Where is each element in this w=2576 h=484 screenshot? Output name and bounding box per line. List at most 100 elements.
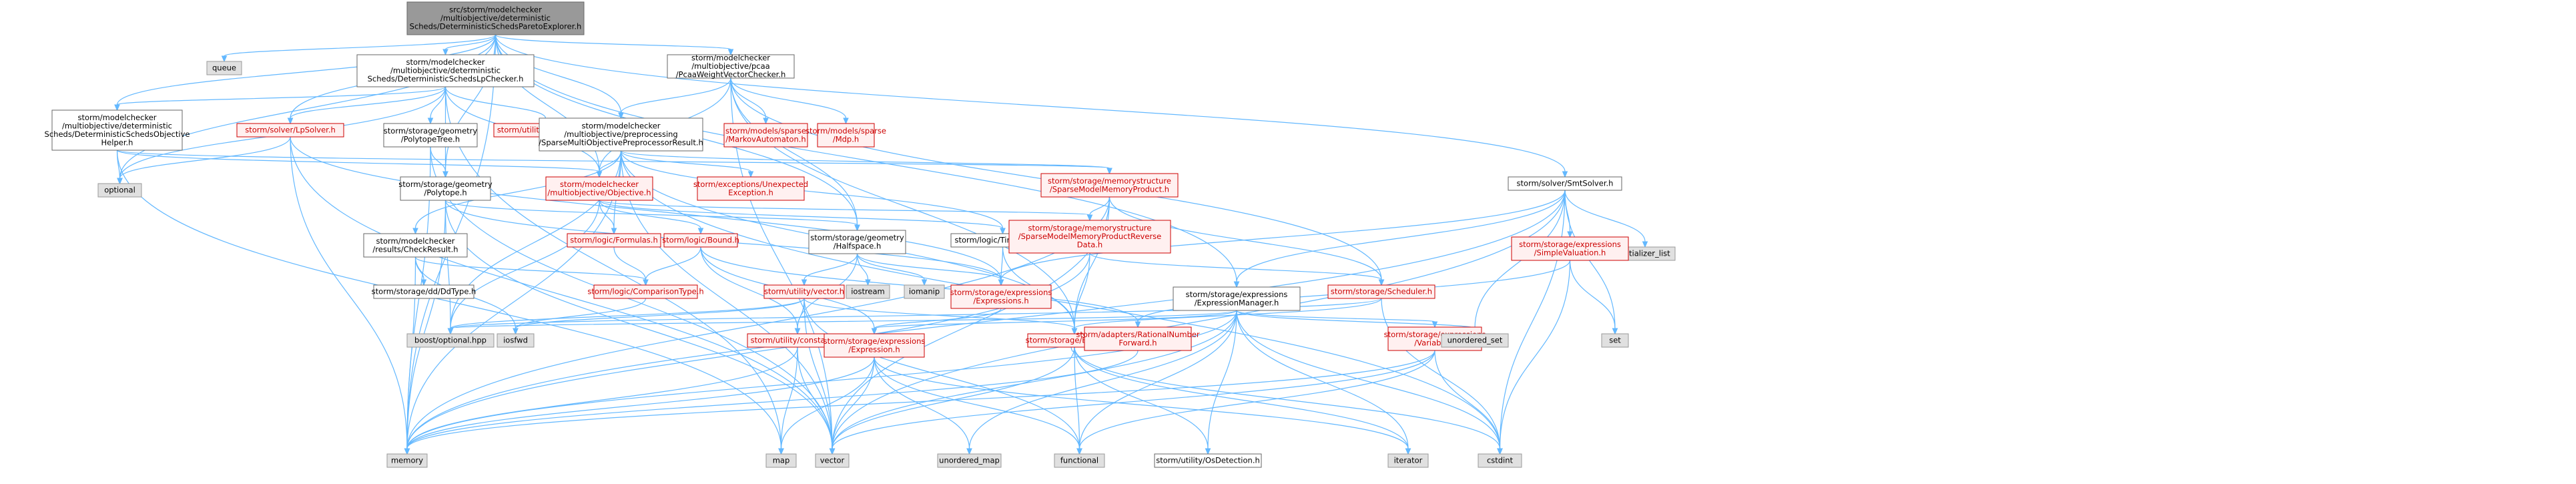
edge-exprmanager-to-cstdint xyxy=(1236,310,1501,449)
node-box xyxy=(539,117,703,152)
graph-node-iomanip[interactable]: iomanip xyxy=(904,284,945,299)
graph-node-vector[interactable]: vector xyxy=(815,453,850,468)
graph-node-polytope[interactable]: storm/storage/geometry/Polytope.h xyxy=(398,176,493,201)
graph-node-objective[interactable]: storm/modelchecker/multiobjective/Object… xyxy=(545,176,653,201)
graph-node-functional[interactable]: functional xyxy=(1054,453,1105,468)
graph-node-optional[interactable]: optional xyxy=(97,183,142,198)
edge-expressions-to-expression xyxy=(874,308,1002,329)
graph-node-lpchecker[interactable]: storm/modelchecker/multiobjective/determ… xyxy=(356,54,535,87)
edge-arrowhead xyxy=(427,117,434,125)
graph-nodes: src/storm/modelchecker/multiobjective/de… xyxy=(45,1,1676,468)
node-label-line: storm/storage/expressions xyxy=(950,288,1052,297)
node-label-line: storm/storage/geometry xyxy=(384,126,478,136)
graph-node-memproduct[interactable]: storm/storage/memorystructure/SparseMode… xyxy=(1040,173,1179,198)
node-box xyxy=(51,109,183,151)
node-label-line: functional xyxy=(1060,456,1098,465)
graph-node-mdp[interactable]: storm/models/sparse/Mdp.h xyxy=(806,123,886,148)
node-label-line: storm/modelchecker xyxy=(406,57,485,67)
node-label-line: storm/logic/Bound.h xyxy=(662,236,739,245)
edge-objective-to-formulas xyxy=(599,200,615,229)
edge-lpsolver-to-optional xyxy=(119,136,291,179)
node-box xyxy=(363,233,468,258)
node-label-line: storm/logic/ComparisonType.h xyxy=(587,287,703,296)
graph-node-map[interactable]: map xyxy=(765,453,797,468)
edge-arrowhead xyxy=(404,448,410,455)
graph-node-scheduler[interactable]: storm/storage/Scheduler.h xyxy=(1327,284,1435,299)
node-label-line: storm/solver/LpSolver.h xyxy=(245,126,336,135)
edge-arrowhead xyxy=(763,117,769,125)
node-box xyxy=(723,123,808,148)
edge-arrowhead xyxy=(998,279,1004,286)
node-label-line: storm/storage/memorystructure xyxy=(1028,224,1152,233)
graph-node-expressions[interactable]: storm/storage/expressions/Expressions.h xyxy=(950,284,1052,309)
edge-smtsolver-to-set xyxy=(1564,190,1616,329)
graph-node-iostream[interactable]: iostream xyxy=(846,284,890,299)
edge-lpsolver-to-expressions xyxy=(290,136,1002,280)
graph-node-queue[interactable]: queue xyxy=(206,61,242,75)
node-label-line: Data.h xyxy=(1077,240,1102,250)
graph-node-constants[interactable]: storm/utility/constants.h xyxy=(747,333,848,348)
graph-node-simplevaluation[interactable]: storm/storage/expressions/SimpleValuatio… xyxy=(1511,236,1629,261)
edge-root-to-pcaa xyxy=(495,34,731,50)
edge-root-to-queue xyxy=(224,34,497,57)
node-label-line: initializer_list xyxy=(1620,249,1670,258)
node-label-line: memory xyxy=(391,456,423,465)
edge-arrowhead xyxy=(287,117,294,125)
graph-node-formulas[interactable]: storm/logic/Formulas.h xyxy=(567,233,661,248)
graph-node-iterator[interactable]: iterator xyxy=(1387,453,1429,468)
graph-node-pcaa[interactable]: storm/modelchecker/multiobjective/pcaa/P… xyxy=(667,53,795,79)
edge-formulas-to-comparisontype xyxy=(613,246,647,280)
edge-exprmanager-to-unordered_map xyxy=(968,310,1237,449)
edge-root-to-lpchecker xyxy=(444,34,497,50)
graph-node-root[interactable]: src/storm/modelchecker/multiobjective/de… xyxy=(406,1,585,35)
node-label-line: /multiobjective/pcaa xyxy=(691,61,769,71)
edge-root-to-smtsolver xyxy=(495,34,1566,172)
graph-node-halfspace[interactable]: storm/storage/geometry/Halfspace.h xyxy=(808,230,906,254)
graph-node-objhelper[interactable]: storm/modelchecker/multiobjective/determ… xyxy=(45,109,190,151)
graph-node-expression[interactable]: storm/storage/expressions/Expression.h xyxy=(824,333,926,358)
edge-preproc-to-unexpected xyxy=(620,150,751,172)
edge-objective-to-timebound xyxy=(599,200,1004,229)
edge-arrowhead xyxy=(697,228,704,235)
edge-arrowhead xyxy=(611,228,617,235)
graph-node-unordered_map[interactable]: unordered_map xyxy=(937,453,1002,468)
graph-node-vectorh[interactable]: storm/utility/vector.h xyxy=(763,284,845,299)
edge-halfspace-to-expressions xyxy=(856,253,1002,280)
edge-arrowhead xyxy=(829,448,836,455)
edge-vectorh-to-bitvector xyxy=(803,298,1075,329)
graph-node-markovautomaton[interactable]: storm/models/sparse/MarkovAutomaton.h xyxy=(723,123,808,148)
graph-node-exprmanager[interactable]: storm/storage/expressions/ExpressionMana… xyxy=(1173,286,1301,311)
graph-node-memory[interactable]: memory xyxy=(386,453,428,468)
node-label-line: Helper.h xyxy=(101,138,133,147)
graph-node-lpsolver[interactable]: storm/solver/LpSolver.h xyxy=(236,123,344,138)
edge-lpchecker-to-stopwatch xyxy=(444,86,547,119)
graph-node-cstdint[interactable]: cstdint xyxy=(1478,453,1522,468)
edge-simplevaluation-to-cstdint xyxy=(1499,260,1571,449)
edge-arrowhead xyxy=(117,178,123,185)
graph-node-osdetection[interactable]: storm/utility/OsDetection.h xyxy=(1154,453,1262,468)
edge-vectorh-to-vector xyxy=(803,298,833,449)
edge-expression-to-functional xyxy=(874,356,1080,449)
edge-arrowhead xyxy=(1071,328,1078,335)
node-label-line: /Expression.h xyxy=(848,344,900,354)
graph-node-ddtype[interactable]: storm/storage/dd/DdType.h xyxy=(372,284,476,299)
node-label-line: storm/logic/Formulas.h xyxy=(570,236,658,245)
graph-node-smtsolver[interactable]: storm/solver/SmtSolver.h xyxy=(1508,176,1622,191)
graph-node-polytopetree[interactable]: storm/storage/geometry/PolytopeTree.h xyxy=(383,123,478,148)
edge-objhelper-to-objective xyxy=(116,150,600,172)
graph-node-checkresult[interactable]: storm/modelchecker/results/CheckResult.h xyxy=(363,233,468,258)
graph-node-unordered_set[interactable]: unordered_set xyxy=(1441,333,1509,348)
graph-node-set[interactable]: set xyxy=(1601,333,1629,348)
graph-node-memreverse[interactable]: storm/storage/memorystructure/SparseMode… xyxy=(1008,220,1171,254)
graph-node-comparisontype[interactable]: storm/logic/ComparisonType.h xyxy=(587,284,704,299)
graph-node-boostoptional[interactable]: boost/optional.hpp xyxy=(406,333,495,348)
edge-arrowhead xyxy=(447,328,454,335)
graph-node-preproc[interactable]: storm/modelchecker/multiobjective/prepro… xyxy=(539,117,703,152)
node-box xyxy=(1601,333,1629,348)
graph-node-bound[interactable]: storm/logic/Bound.h xyxy=(662,233,739,248)
edge-expression-to-memory xyxy=(406,356,875,449)
edge-exprmanager-to-functional xyxy=(1078,310,1237,449)
graph-node-iosfwd[interactable]: iosfwd xyxy=(497,333,535,348)
